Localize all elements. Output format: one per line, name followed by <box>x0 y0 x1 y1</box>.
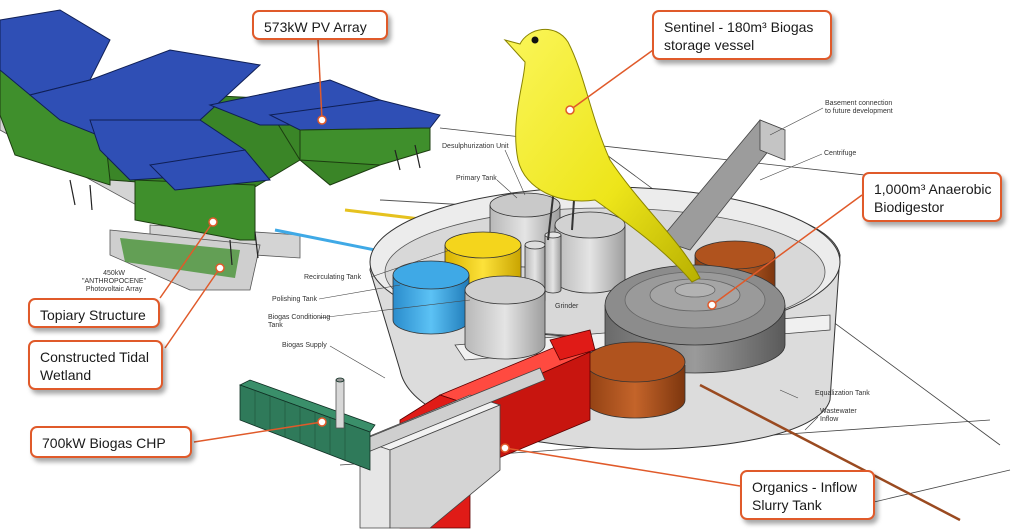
label-desulphurization-unit: Desulphurization Unit <box>442 143 509 150</box>
callout-organics-line1: Organics - Inflow <box>752 479 858 495</box>
callout-digestor-line2: Biodigestor <box>874 199 945 215</box>
label-wastewater-line2: Inflow <box>820 416 839 423</box>
label-biogas-conditioning-tank: Biogas Conditioning Tank <box>268 314 330 330</box>
label-basement-line2: to future development <box>825 108 893 115</box>
callout-sentinel: Sentinel - 180m³ Biogas storage vessel <box>652 10 832 60</box>
callout-sentinel-line1: Sentinel - 180m³ Biogas <box>664 19 814 35</box>
pv-array <box>0 9 441 291</box>
callout-wetland-line2: Wetland <box>40 367 92 383</box>
label-pv-small: 450kW "ANTHROPOCENE" Photovoltaic Array <box>82 270 146 294</box>
label-wastewater-inflow: Wastewater Inflow <box>820 408 857 424</box>
callout-leaders <box>159 39 863 487</box>
callout-digestor-line1: 1,000m³ Anaerobic <box>874 181 992 197</box>
label-biogas-supply: Biogas Supply <box>282 342 327 349</box>
label-pv-small-line1: 450kW <box>103 270 125 277</box>
label-grinder: Grinder <box>555 303 579 310</box>
label-centrifuge: Centrifuge <box>824 150 857 157</box>
callout-pv-array: 573kW PV Array <box>252 10 388 40</box>
label-pv-small-line2: "ANTHROPOCENE" <box>82 278 147 285</box>
callout-chp-text: 700kW Biogas CHP <box>42 435 166 451</box>
wastewater-inflow-pipe <box>699 383 961 522</box>
callout-anaerobic-biodigestor: 1,000m³ Anaerobic Biodigestor <box>862 172 1002 222</box>
basement-beam <box>659 119 786 251</box>
callout-tidal-wetland: Constructed Tidal Wetland <box>28 340 163 390</box>
label-basement-line1: Basement connection <box>825 100 893 107</box>
label-conditioning-line1: Biogas Conditioning <box>268 314 331 321</box>
label-equalization-tank: Equalization Tank <box>815 390 870 397</box>
concrete-tunnel <box>358 367 546 529</box>
tanks <box>392 192 786 419</box>
callout-pv-array-text: 573kW PV Array <box>264 19 367 35</box>
label-conditioning-line2: Tank <box>268 322 283 329</box>
callout-slurry-tank: Organics - Inflow Slurry Tank <box>740 470 875 520</box>
callout-biogas-chp: 700kW Biogas CHP <box>30 426 192 458</box>
label-basement-connection: Basement connection to future developmen… <box>825 100 893 116</box>
callout-dots <box>208 105 717 453</box>
chp-unit <box>238 377 376 471</box>
label-recirculating-tank: Recirculating Tank <box>304 274 362 281</box>
callout-organics-line2: Slurry Tank <box>752 497 822 513</box>
label-leaders <box>318 107 824 431</box>
label-primary-tank: Primary Tank <box>456 175 497 182</box>
label-wastewater-line1: Wastewater <box>820 408 857 415</box>
label-pv-small-line3: Photovoltaic Array <box>85 286 143 293</box>
label-polishing-tank: Polishing Tank <box>272 296 318 303</box>
callout-sentinel-line2: storage vessel <box>664 37 755 53</box>
callout-topiary-structure: Topiary Structure <box>28 298 160 328</box>
callout-wetland-line1: Constructed Tidal <box>40 349 149 365</box>
callout-topiary-text: Topiary Structure <box>40 307 146 323</box>
sentinel-bird <box>503 28 701 283</box>
